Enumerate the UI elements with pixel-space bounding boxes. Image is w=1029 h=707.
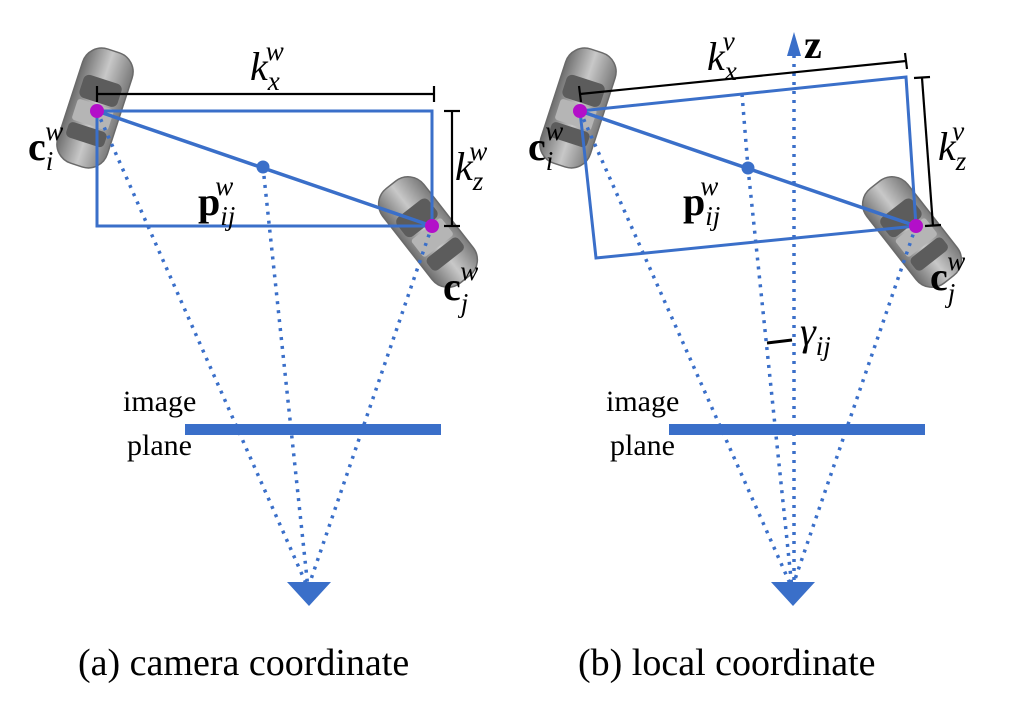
image-plane-label-line2: plane	[610, 429, 675, 462]
kz-dimension	[444, 109, 460, 228]
camera-marker	[287, 582, 331, 606]
label-z-axis: z	[804, 22, 822, 67]
caption-b: (b) local coordinate	[578, 642, 876, 684]
midpoint-p	[256, 160, 270, 174]
label-kz: kzv	[938, 116, 967, 176]
midpoint-p	[741, 161, 755, 175]
center-point-j	[909, 219, 923, 233]
kx-dimension	[577, 52, 909, 103]
image-plane-label-line2: plane	[127, 429, 192, 462]
bounding-box	[95, 109, 434, 228]
image-plane-bar	[185, 424, 441, 435]
image-plane-label-line1: image	[606, 385, 679, 418]
label-kx: kxv	[707, 26, 737, 86]
label-kz: kzw	[455, 136, 487, 196]
label-pij: pijw	[683, 171, 720, 231]
angle-marker	[766, 338, 793, 345]
label-ci: ciw	[28, 116, 63, 176]
image-plane-label-line1: image	[123, 385, 196, 418]
label-kx: kxw	[250, 36, 284, 96]
center-point-i	[90, 104, 104, 118]
camera-marker	[771, 582, 815, 606]
label-pij: pijw	[198, 171, 235, 231]
label-cj: cjw	[443, 256, 478, 318]
center-point-i	[573, 104, 587, 118]
label-ci: ciw	[528, 116, 563, 176]
kz-dimension	[913, 75, 942, 228]
image-plane-bar	[669, 424, 925, 435]
z-axis-arrowhead	[787, 32, 801, 56]
panel-camera-coordinate: kxw kzw ciw cjw pijw image plane (a) cam…	[28, 36, 487, 684]
label-cj: cjw	[930, 246, 965, 308]
label-gamma: γij	[800, 309, 831, 361]
kx-dimension	[95, 86, 436, 102]
caption-a: (a) camera coordinate	[78, 642, 409, 684]
center-point-j	[425, 219, 439, 233]
projection-rays	[95, 110, 434, 589]
panel-local-coordinate: kxv z kzv ciw cjw pijw γij image plane (…	[528, 22, 971, 684]
projection-rays	[578, 55, 918, 589]
